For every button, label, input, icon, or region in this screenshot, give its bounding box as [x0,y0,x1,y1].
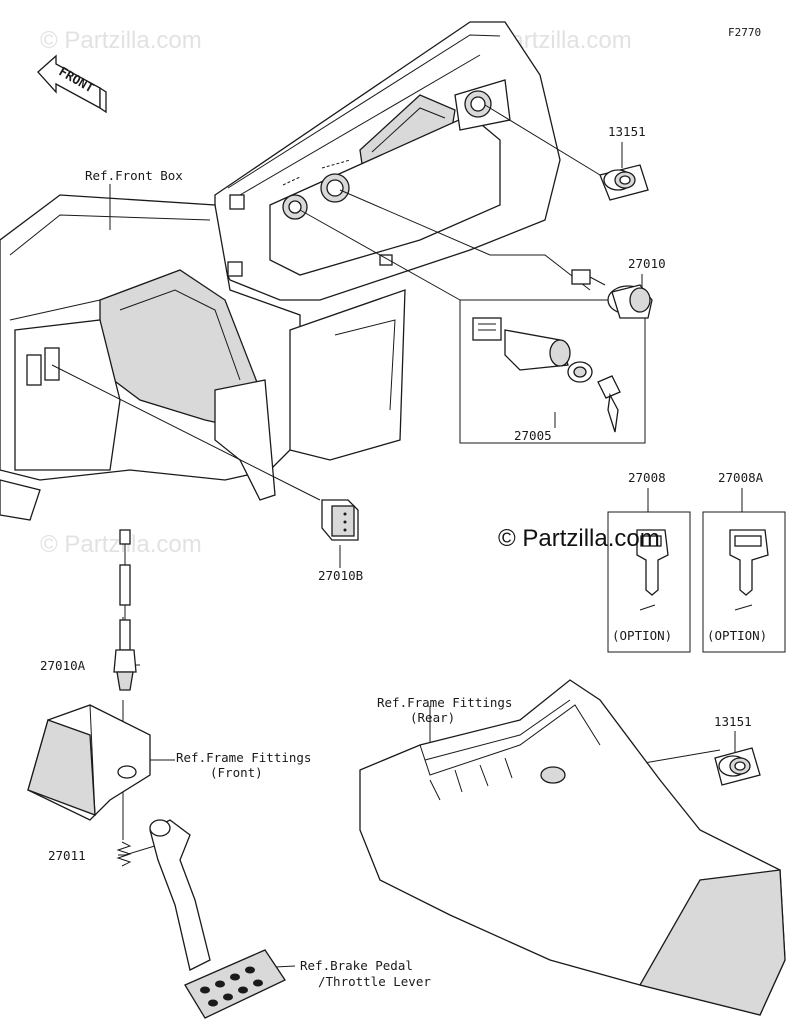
part-27010: 27010 [628,256,666,271]
part-27011: 27011 [48,848,86,863]
front-arrow-icon: FRONT [37,54,107,114]
key-option-27008: (OPTION) [607,511,691,653]
key-option-27008a: (OPTION) [702,511,786,653]
ref-frame-rear-line2: (Rear) [410,710,455,725]
spring-27011 [116,841,132,867]
watermark-main: © Partzilla.com [498,525,660,552]
sensor-27010a [113,529,137,691]
part-27008: 27008 [628,470,666,485]
ref-frame-front-line2: (Front) [210,765,263,780]
part-27010b: 27010B [318,568,363,583]
part-13151-top: 13151 [608,124,646,139]
figure-code: F2770 [728,26,761,39]
ref-brake-line1: Ref.Brake Pedal [300,958,413,973]
option-label-27008a: (OPTION) [707,628,767,643]
watermark-top-left: © Partzilla.com [40,27,202,54]
switch-27010b [321,499,359,541]
option-label-27008: (OPTION) [612,628,672,643]
rear-console [359,679,786,1016]
switch-27010 [571,269,653,319]
dashboard-panel [0,21,561,521]
ref-frame-front-line1: Ref.Frame Fittings [176,750,311,765]
part-27008a: 27008A [718,470,764,485]
socket-13151-bottom [714,747,761,786]
frame-bracket-front [27,704,151,821]
ref-front-box: Ref.Front Box [85,168,183,183]
ignition-27005 [472,317,621,433]
part-13151-bottom: 13151 [714,714,752,729]
part-27010a: 27010A [40,658,86,673]
part-27005: 27005 [514,428,552,443]
socket-13151-top [599,164,649,201]
ref-brake-line2: /Throttle Lever [318,974,431,989]
ref-frame-rear-line1: Ref.Frame Fittings [377,695,512,710]
brake-pedal [149,819,286,1019]
